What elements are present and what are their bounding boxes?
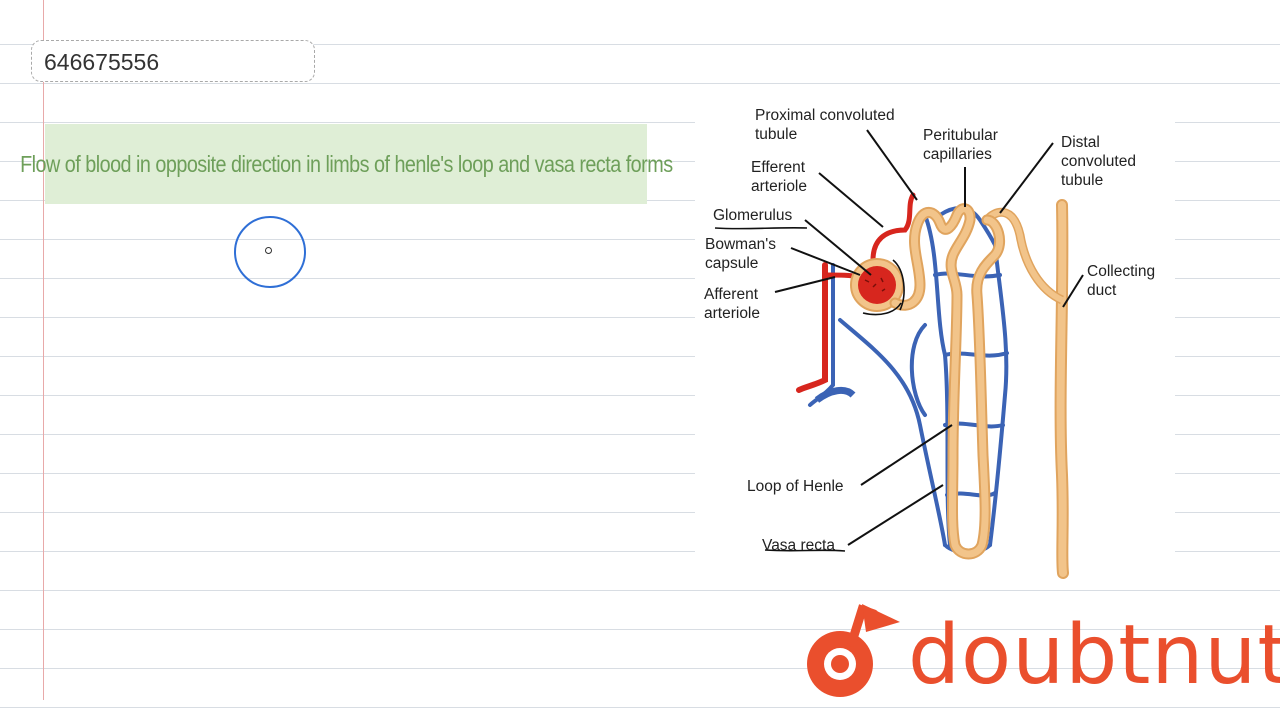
label-peritubular: Peritubular capillaries <box>923 126 998 164</box>
label-collecting-line2: duct <box>1087 282 1117 299</box>
label-bowman: Bowman's capsule <box>705 235 776 273</box>
label-pct-line1: Proximal convoluted <box>755 107 895 124</box>
brand-name: doubtnut <box>908 608 1280 703</box>
peritubular-arc <box>938 206 997 247</box>
label-vasa: Vasa recta <box>762 537 835 554</box>
tubule-system <box>889 203 1005 560</box>
capillary-loop <box>909 323 927 417</box>
leader-glomerulus <box>804 219 872 276</box>
nephron-illustration <box>714 129 1084 579</box>
vasa-recta-ascending <box>988 243 1009 547</box>
margin-line <box>43 0 44 700</box>
leader-lines <box>774 129 1084 546</box>
nephron-tubule <box>891 205 1003 558</box>
label-pct-line2: tubule <box>755 126 798 143</box>
nephron-diagram: Proximal convoluted tubule Peritubular c… <box>695 95 1175 580</box>
label-peritubular-line1: Peritubular <box>923 127 998 144</box>
capsule-mark-bottom <box>862 302 902 316</box>
label-afferent: Afferent arteriole <box>704 285 760 323</box>
renal-artery <box>796 262 828 393</box>
leader-afferent <box>774 276 836 293</box>
doubtnut-logo-mark <box>807 604 900 697</box>
label-bowman-line1: Bowman's <box>705 236 777 253</box>
label-afferent-line2: arteriole <box>704 305 760 322</box>
leader-dct <box>999 142 1054 214</box>
glomerulus-texture <box>864 277 886 292</box>
annotation-marks <box>714 227 905 552</box>
question-id-box: 646675556 <box>31 40 315 82</box>
underline-glomerulus <box>714 227 808 230</box>
question-text: Flow of blood in opposite direction in l… <box>19 150 673 177</box>
label-collecting: Collecting duct <box>1087 262 1155 300</box>
label-efferent: Efferent arteriole <box>751 158 807 196</box>
logo-core <box>831 655 849 673</box>
pointer-circle <box>234 216 306 288</box>
vein-branch <box>838 318 947 547</box>
label-peritubular-line2: capillaries <box>923 146 992 163</box>
pointer-dot <box>265 247 272 254</box>
collecting-duct-fill <box>1056 201 1067 577</box>
connecting-tubule <box>984 209 1064 303</box>
leader-loop <box>860 424 953 486</box>
label-bowman-line2: capsule <box>705 255 759 272</box>
logo-cap <box>862 604 900 632</box>
label-dct-line3: tubule <box>1061 172 1104 189</box>
label-glomerulus: Glomerulus <box>713 207 793 224</box>
capillary-link-1 <box>933 271 1002 279</box>
capsule-mark-right <box>892 259 905 311</box>
vein-stub <box>814 386 856 403</box>
efferent-arteriole-shape <box>870 192 916 263</box>
label-dct-line1: Distal <box>1061 134 1100 151</box>
label-pct: Proximal convoluted tubule <box>755 106 895 144</box>
label-afferent-line1: Afferent <box>704 286 759 303</box>
label-collecting-line1: Collecting <box>1087 263 1156 280</box>
leader-pct <box>866 129 918 201</box>
label-dct: Distal convoluted tubule <box>1061 133 1136 190</box>
underline-vasa <box>764 549 846 552</box>
glomerulus-shape <box>858 266 896 304</box>
label-efferent-line1: Efferent <box>751 159 806 176</box>
question-id: 646675556 <box>44 49 160 75</box>
leader-collecting <box>1062 274 1084 308</box>
question-banner: Flow of blood in opposite direction in l… <box>20 124 673 204</box>
label-loop: Loop of Henle <box>747 478 844 495</box>
leader-efferent <box>818 172 884 228</box>
leader-vasa <box>847 484 944 546</box>
label-efferent-line2: arteriole <box>751 178 807 195</box>
label-dct-line2: convoluted <box>1061 153 1136 170</box>
leader-bowman <box>790 247 861 276</box>
